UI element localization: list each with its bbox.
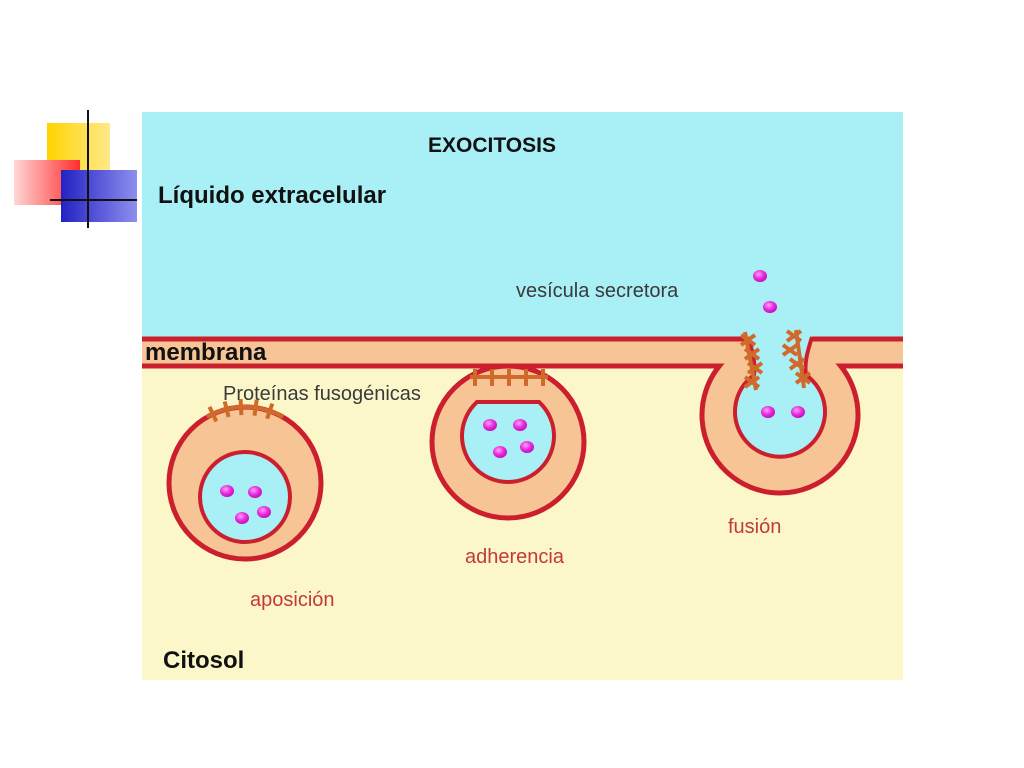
decor-blue-rectangle xyxy=(61,170,137,222)
protein-cross xyxy=(739,333,757,347)
secretory-vesicle-label: vesícula secretora xyxy=(516,280,679,302)
protein-cross xyxy=(794,371,812,385)
stage-label-adherencia: adherencia xyxy=(465,546,565,568)
protein-cross xyxy=(743,347,761,361)
membrane-inner-line xyxy=(142,363,903,496)
protein-cross xyxy=(743,375,761,389)
secretion-granules xyxy=(753,270,805,418)
secretion-granules xyxy=(483,419,534,458)
protein-cross xyxy=(781,343,799,357)
fusogenic-proteins xyxy=(470,369,548,386)
granule-dot xyxy=(248,486,262,498)
granule-dot xyxy=(483,419,497,431)
diagram-title: EXOCITOSIS xyxy=(428,134,556,157)
protein-cross xyxy=(788,357,806,371)
granule-dot xyxy=(220,485,234,497)
vesicle-adherencia xyxy=(429,363,587,521)
vesicle-aposicion xyxy=(166,399,324,562)
granule-dot xyxy=(493,446,507,458)
released-granule-dot xyxy=(753,270,767,282)
protein-cross xyxy=(746,361,764,375)
extracellular-area xyxy=(142,112,903,341)
released-granule-dot xyxy=(763,301,777,313)
protein-tick xyxy=(252,399,259,416)
granule-dot xyxy=(520,441,534,453)
granule-dot xyxy=(257,506,271,518)
cytosol-label: Citosol xyxy=(163,647,244,674)
vesicle-lumen xyxy=(460,400,556,484)
extracellular-label: Líquido extracelular xyxy=(158,182,386,209)
granule-dot xyxy=(235,512,249,524)
protein-tick xyxy=(207,406,219,423)
corner-ornament xyxy=(14,110,968,228)
protein-tick xyxy=(265,402,275,420)
fusogenic-proteins xyxy=(206,399,284,423)
granule-dot xyxy=(761,406,775,418)
granule-dot xyxy=(513,419,527,431)
vesicle-fusion xyxy=(739,270,812,418)
fusogenic-proteins xyxy=(739,329,812,391)
secretion-granules xyxy=(220,485,271,524)
protein-tick xyxy=(222,401,231,418)
stage-label-aposicion: aposición xyxy=(250,589,335,611)
granule-dot xyxy=(791,406,805,418)
protein-cross xyxy=(785,329,803,343)
protein-tick xyxy=(238,399,244,416)
membrane-label: membrana xyxy=(145,339,267,366)
stage-label-fusion: fusión xyxy=(728,516,781,538)
vesicle-lumen xyxy=(198,450,292,544)
fusogenic-proteins-label: Proteínas fusogénicas xyxy=(223,383,421,405)
